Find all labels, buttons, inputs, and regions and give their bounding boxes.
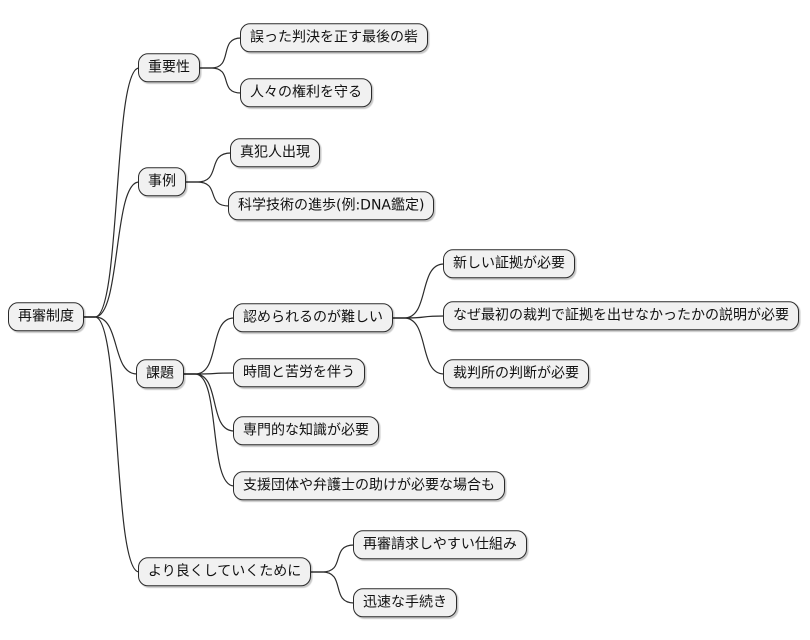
mindmap-node-cases: 事例 (138, 167, 186, 197)
mindmap-node-issues-1-1: 新しい証拠が必要 (443, 249, 575, 279)
mindmap-node-issues-1: 認められるのが難しい (233, 303, 393, 333)
mindmap-node-root: 再審制度 (8, 302, 84, 332)
mindmap-node-importance: 重要性 (138, 53, 200, 83)
mindmap-node-improve: より良くしていくために (138, 557, 312, 587)
mindmap-node-improve-1: 再審請求しやすい仕組み (353, 530, 527, 560)
mindmap-node-issues-3: 専門的な知識が必要 (233, 416, 379, 446)
mindmap-node-issues-2: 時間と苦労を伴う (233, 358, 365, 388)
mindmap-node-improve-2: 迅速な手続き (353, 588, 457, 618)
mindmap-node-importance-2: 人々の権利を守る (240, 78, 372, 108)
mindmap-node-issues-4: 支援団体や弁護士の助けが必要な場合も (233, 471, 505, 501)
mindmap-node-issues-1-3: 裁判所の判断が必要 (443, 359, 589, 389)
mindmap-node-issues: 課題 (136, 359, 184, 389)
mindmap-node-importance-1: 誤った判決を正す最後の砦 (240, 23, 428, 53)
mindmap-node-cases-2: 科学技術の進歩(例:DNA鑑定) (228, 191, 435, 221)
mindmap-node-issues-1-2: なぜ最初の裁判で証拠を出せなかったかの説明が必要 (443, 301, 799, 331)
mindmap-node-cases-1: 真犯人出現 (230, 138, 320, 168)
